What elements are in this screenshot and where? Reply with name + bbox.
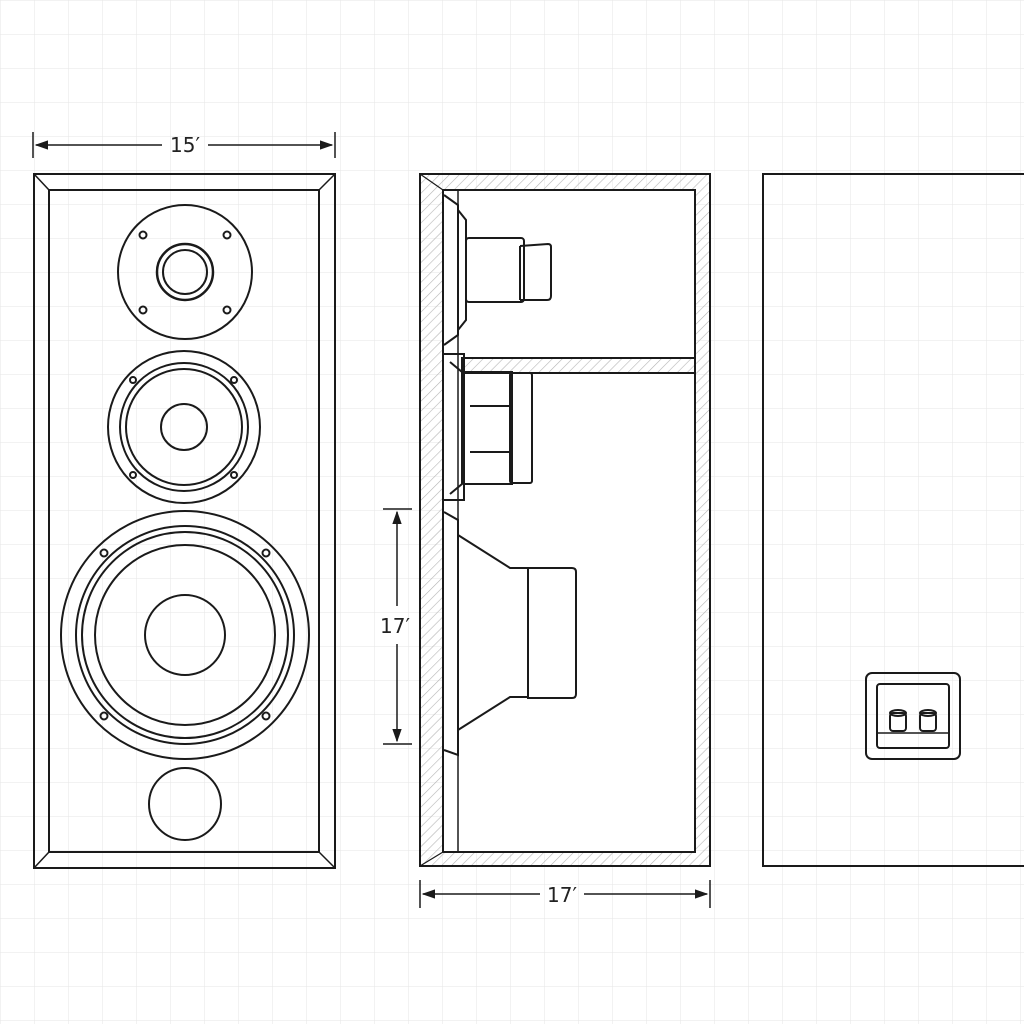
- side-woofer: [443, 511, 577, 757]
- front-width-label: 15′: [170, 133, 200, 157]
- rear-terminal-plate: [865, 672, 961, 760]
- front-midrange: [107, 350, 261, 504]
- side-tweeter: [443, 194, 552, 346]
- woofer-height-label: 17′: [380, 614, 410, 638]
- side-cabinet-shell: [419, 173, 711, 867]
- front-bass-port: [148, 767, 222, 841]
- front-tweeter: [117, 204, 253, 340]
- cabinet-depth-label: 17′: [547, 883, 577, 907]
- front-woofer: [60, 510, 310, 760]
- side-internal-shelf: [461, 357, 696, 374]
- rear-view: [762, 173, 1024, 867]
- binding-post-right: [919, 709, 937, 732]
- side-woofer-height-dimension: 17′: [380, 508, 412, 745]
- front-width-dimension: 15′: [32, 132, 336, 158]
- side-section-view: 17′ 17′: [380, 173, 711, 908]
- side-depth-dimension: 17′: [419, 880, 711, 908]
- front-cabinet-frame: [33, 173, 336, 869]
- binding-post-left: [889, 709, 907, 732]
- rear-cabinet-panel: [762, 173, 1024, 867]
- side-midrange: [444, 353, 533, 501]
- front-view: 15′: [32, 132, 336, 869]
